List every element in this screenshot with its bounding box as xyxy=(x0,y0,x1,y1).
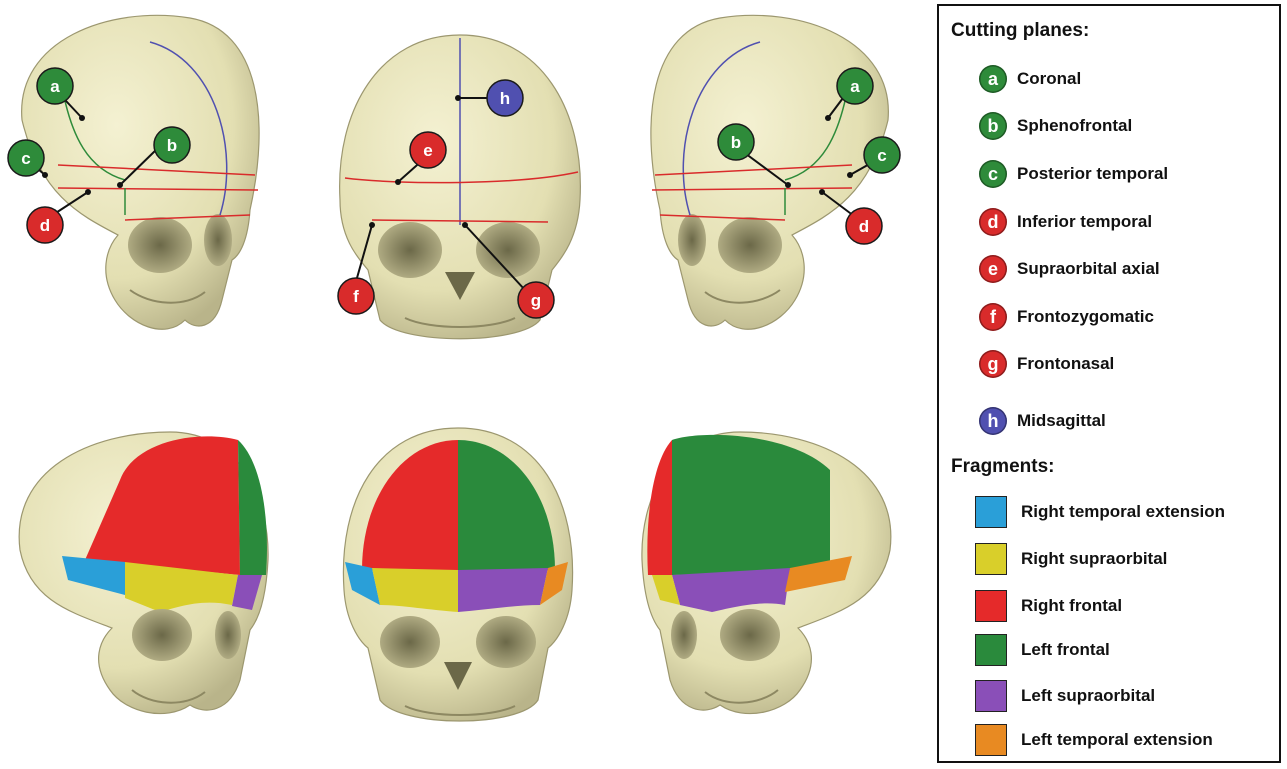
plane-label-inferior-temporal: Inferior temporal xyxy=(1017,212,1152,232)
legend-plane-g: g Frontonasal xyxy=(979,349,1114,379)
fragment-label: Left temporal extension xyxy=(1021,730,1213,750)
svg-text:c: c xyxy=(877,146,886,165)
svg-text:g: g xyxy=(531,291,541,310)
plane-badge-g: g xyxy=(979,350,1007,378)
callout-b-top-left: b xyxy=(154,127,190,163)
callout-b-top-right: b xyxy=(718,124,754,160)
svg-text:d: d xyxy=(40,216,50,235)
plane-badge-a: a xyxy=(979,65,1007,93)
legend-plane-a: a Coronal xyxy=(979,64,1081,94)
plane-badge-c: c xyxy=(979,160,1007,188)
cutting-planes-heading: Cutting planes: xyxy=(951,20,1089,42)
fragment-label: Right frontal xyxy=(1021,596,1122,616)
plane-badge-h: h xyxy=(979,407,1007,435)
fragment-label: Left supraorbital xyxy=(1021,686,1155,706)
skull-top-left xyxy=(22,15,259,329)
callout-d-top-left: d xyxy=(27,207,63,243)
callout-h-front: h xyxy=(487,80,523,116)
legend-plane-c: c Posterior temporal xyxy=(979,159,1168,189)
legend-plane-f: f Frontozygomatic xyxy=(979,302,1154,332)
svg-text:e: e xyxy=(423,141,432,160)
skull-bottom-left xyxy=(19,432,268,714)
fragment-label: Right supraorbital xyxy=(1021,549,1167,569)
legend-fragment-left-temporal-extension: Left temporal extension xyxy=(975,722,1213,758)
skull-bottom-front xyxy=(343,428,572,721)
plane-label-midsagittal: Midsagittal xyxy=(1017,411,1106,431)
legend-fragment-right-temporal-extension: Right temporal extension xyxy=(975,494,1225,530)
fragment-label: Right temporal extension xyxy=(1021,502,1225,522)
fragment-swatch xyxy=(975,496,1007,528)
svg-text:b: b xyxy=(167,136,177,155)
svg-text:d: d xyxy=(859,217,869,236)
callout-g-front: g xyxy=(518,282,554,318)
plane-label-frontonasal: Frontonasal xyxy=(1017,354,1114,374)
callout-d-top-right: d xyxy=(846,208,882,244)
skull-top-right xyxy=(651,15,888,329)
callout-f-front: f xyxy=(338,278,374,314)
skull-illustrations: a b c d e f g h xyxy=(0,0,910,769)
fragment-label: Left frontal xyxy=(1021,640,1110,660)
legend-fragment-left-frontal: Left frontal xyxy=(975,632,1110,668)
svg-text:h: h xyxy=(500,89,510,108)
fragment-swatch xyxy=(975,590,1007,622)
fragment-swatch xyxy=(975,634,1007,666)
fragments-heading: Fragments: xyxy=(951,456,1054,478)
callout-a-top-right: a xyxy=(837,68,873,104)
fragment-swatch xyxy=(975,724,1007,756)
legend-fragment-right-frontal: Right frontal xyxy=(975,588,1122,624)
callout-c-top-left: c xyxy=(8,140,44,176)
svg-text:b: b xyxy=(731,133,741,152)
callout-c-top-right: c xyxy=(864,137,900,173)
fragment-swatch xyxy=(975,543,1007,575)
plane-label-sphenofrontal: Sphenofrontal xyxy=(1017,116,1132,136)
legend-panel: Cutting planes: a Coronal b Sphenofronta… xyxy=(937,4,1281,763)
callout-e-front: e xyxy=(410,132,446,168)
svg-text:f: f xyxy=(353,287,359,306)
plane-label-coronal: Coronal xyxy=(1017,69,1081,89)
legend-fragment-left-supraorbital: Left supraorbital xyxy=(975,678,1155,714)
skull-bottom-right xyxy=(642,432,891,714)
svg-text:a: a xyxy=(50,77,60,96)
plane-label-posterior-temporal: Posterior temporal xyxy=(1017,164,1168,184)
legend-fragment-right-supraorbital: Right supraorbital xyxy=(975,541,1167,577)
legend-plane-h: h Midsagittal xyxy=(979,406,1106,436)
plane-badge-e: e xyxy=(979,255,1007,283)
plane-label-frontozygomatic: Frontozygomatic xyxy=(1017,307,1154,327)
svg-text:c: c xyxy=(21,149,30,168)
fragment-swatch xyxy=(975,680,1007,712)
svg-text:a: a xyxy=(850,77,860,96)
legend-plane-e: e Supraorbital axial xyxy=(979,254,1160,284)
legend-plane-b: b Sphenofrontal xyxy=(979,111,1132,141)
plane-badge-f: f xyxy=(979,303,1007,331)
plane-badge-b: b xyxy=(979,112,1007,140)
legend-plane-d: d Inferior temporal xyxy=(979,207,1152,237)
callout-a-top-left: a xyxy=(37,68,73,104)
plane-label-supraorbital-axial: Supraorbital axial xyxy=(1017,259,1160,279)
plane-badge-d: d xyxy=(979,208,1007,236)
